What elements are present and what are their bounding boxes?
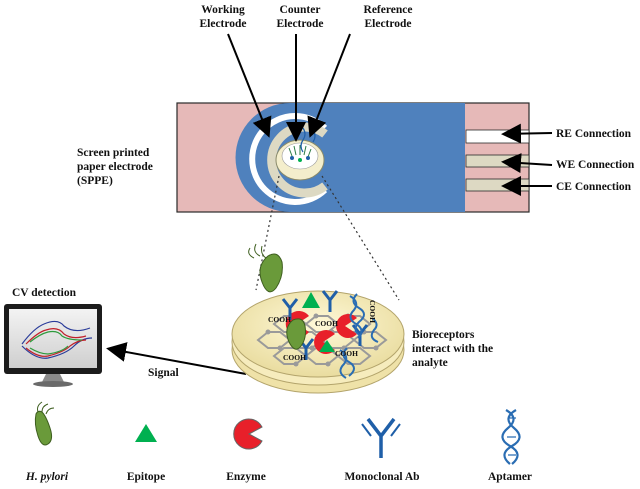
legend-label-h-pylori: H. pylori bbox=[25, 471, 69, 483]
monitor bbox=[4, 304, 102, 387]
re-connector bbox=[465, 129, 530, 144]
cv-plot bbox=[21, 320, 93, 359]
bacterium-icon bbox=[34, 401, 55, 446]
we-connection-arrow bbox=[501, 153, 553, 173]
reference-electrode-label: Reference Electrode bbox=[363, 4, 413, 30]
signal-label: Signal bbox=[148, 367, 179, 379]
svg-text:COOH: COOH bbox=[283, 353, 306, 362]
working-electrode-arrow bbox=[227, 33, 272, 138]
ce-connection-label: CE Connection bbox=[556, 181, 632, 193]
re-connection-arrow bbox=[501, 123, 553, 144]
aptamer-shapes bbox=[339, 293, 379, 379]
surface-cooh-labels: COOH COOH COOH COOH COOH bbox=[268, 300, 377, 362]
dna-helix-icon bbox=[501, 409, 521, 465]
epitope-shape bbox=[302, 292, 320, 308]
legend-label-epitope: Epitope bbox=[126, 471, 166, 483]
pacman-icon bbox=[233, 418, 263, 450]
h-pylori-on-surface bbox=[248, 243, 306, 350]
antibody-icon bbox=[361, 417, 401, 458]
signal-arrow bbox=[106, 342, 247, 375]
re-connection-label: RE Connection bbox=[556, 128, 632, 140]
counter-electrode-label: Counter Electrode bbox=[276, 4, 324, 30]
legend-label-monoclonal-ab: Monoclonal Ab bbox=[344, 471, 420, 483]
we-connector bbox=[465, 154, 530, 168]
sppe-label: Screen printed paper electrode (SPPE) bbox=[77, 147, 153, 187]
label-arrows bbox=[106, 33, 553, 375]
cv-detection-label: CV detection bbox=[12, 287, 76, 299]
svg-text:COOH: COOH bbox=[268, 315, 291, 324]
antibody-shapes bbox=[281, 290, 369, 360]
svg-text:COOH: COOH bbox=[315, 319, 338, 328]
bioreceptors-label: Bioreceptors interact with the analyte bbox=[412, 329, 494, 369]
sppe-strip bbox=[176, 102, 530, 213]
working-electrode-label: Working Electrode bbox=[199, 4, 247, 30]
zoomed-electrode-surface: COOH COOH COOH COOH COOH bbox=[231, 243, 405, 394]
triangle-icon bbox=[135, 424, 157, 442]
legend-label-enzyme: Enzyme bbox=[226, 471, 266, 483]
epitope-shape bbox=[319, 340, 335, 352]
svg-text:COOH: COOH bbox=[335, 349, 358, 358]
reference-electrode-arrow bbox=[307, 33, 351, 138]
svg-text:COOH: COOH bbox=[368, 300, 377, 323]
we-connection-label: WE Connection bbox=[556, 159, 635, 171]
legend-label-aptamer: Aptamer bbox=[487, 471, 533, 483]
